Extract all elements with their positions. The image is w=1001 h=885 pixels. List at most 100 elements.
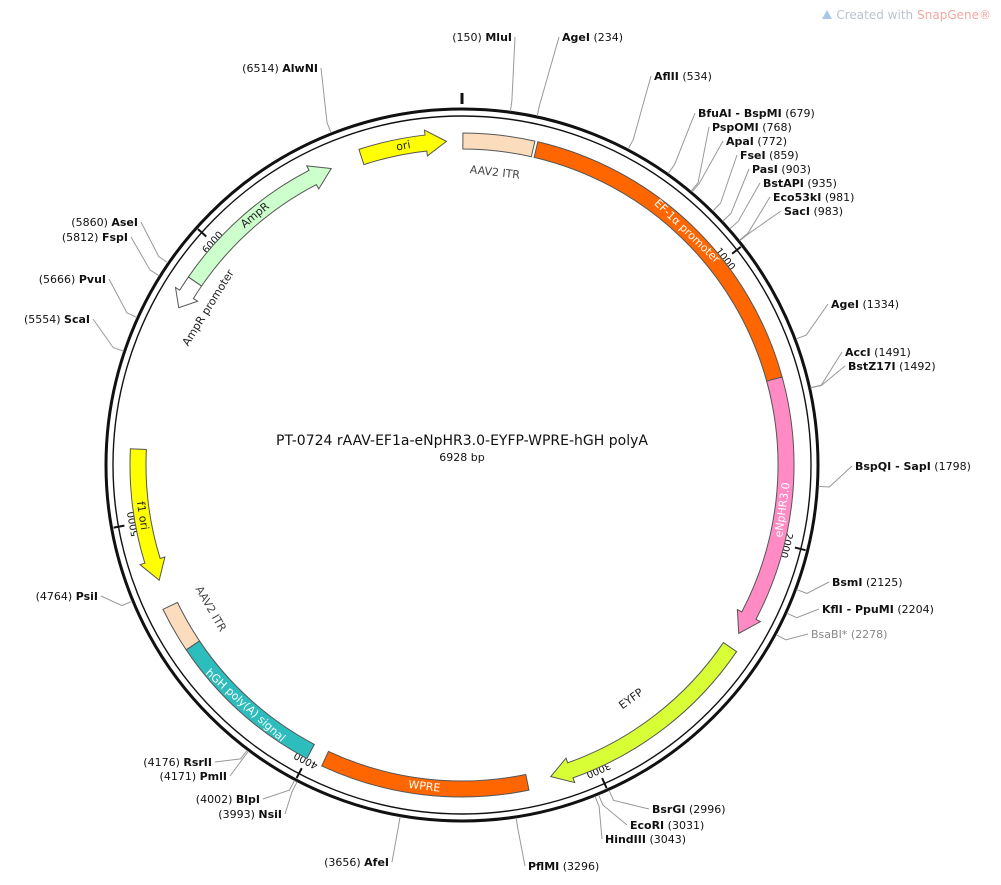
site-leader-line [140, 221, 169, 264]
site-leader-line [722, 168, 750, 222]
site-label-bfuai-bspmi: BfuAI - BspMI (679) [698, 107, 815, 120]
site-leader-line [729, 182, 761, 230]
site-name: AgeI [831, 298, 859, 311]
feature-label-ori: ori [395, 138, 411, 153]
site-labels: (150) MluI AgeI (234) AflII (534) BfuAI - B… [24, 31, 971, 873]
site-position: (5554) [24, 313, 61, 326]
snapgene-logo-icon [822, 10, 833, 19]
site-name: AccI [845, 346, 871, 359]
tick-mark-6000 [197, 228, 207, 238]
site-label-rsrii: (4176) RsrII [143, 756, 212, 769]
feature-arc-enphr3-0[interactable] [736, 376, 795, 635]
site-position: (1491) [874, 346, 911, 359]
feature-label-wpre: WPRE [408, 778, 441, 795]
site-position: (768) [762, 121, 792, 134]
site-position: (150) [452, 31, 482, 44]
site-leader-line [691, 140, 724, 193]
site-name: NsiI [258, 808, 282, 821]
site-name: AgeI [562, 31, 590, 44]
site-position: (2278) [851, 628, 888, 641]
site-position: (1334) [862, 298, 899, 311]
site-name: PspOMI [712, 121, 759, 134]
site-name: BstZ17I [848, 360, 896, 373]
site-leader-line [627, 75, 652, 150]
feature-arc-ori[interactable] [358, 129, 448, 166]
site-label-eco53ki: Eco53kI (981) [773, 191, 854, 204]
site-position: (3031) [668, 819, 705, 832]
feature-label-aav2-itr: AAV2 ITR [469, 163, 521, 182]
feature-label-ef-1-promoter: EF-1α promoter [652, 197, 723, 266]
site-position: (5812) [62, 231, 99, 244]
site-name: PsiI [76, 590, 98, 603]
site-position: (981) [825, 191, 855, 204]
feature-arc-f1-ori[interactable] [129, 448, 166, 582]
tick-mark-5000 [113, 524, 125, 529]
site-name: HindIII [605, 833, 646, 846]
site-name: AfeI [364, 856, 389, 869]
site-position: (4171) [160, 770, 197, 783]
site-position: (234) [593, 31, 623, 44]
site-position: (4764) [36, 590, 73, 603]
site-position: (6514) [242, 62, 279, 75]
site-position: (3043) [649, 833, 686, 846]
site-label-psii: (4764) PsiI [36, 590, 98, 603]
feature-arc-eyfp[interactable] [549, 641, 738, 784]
site-label-saci: SacI (983) [784, 205, 843, 218]
site-name: PmlI [200, 770, 227, 783]
site-label-bstapi: BstAPI (935) [763, 177, 837, 190]
site-leader-line [100, 595, 133, 607]
site-position: (1492) [899, 360, 936, 373]
site-position: (2125) [866, 576, 903, 589]
feature-label-hgh-poly-a-signal: hGH poly(A) signal [203, 666, 288, 744]
site-label-hindiii: HindIII (3043) [605, 833, 686, 846]
site-position: (2204) [897, 603, 934, 616]
site-label-alwni: (6514) AlwNI [242, 62, 318, 75]
feature-arc-aav2-itr[interactable] [162, 601, 201, 651]
site-label-afei: (3656) AfeI [324, 856, 389, 869]
site-position: (983) [813, 205, 843, 218]
site-name: EcoRI [630, 819, 664, 832]
site-label-pvui: (5666) PvuI [39, 273, 106, 286]
feature-arc-ampr[interactable] [187, 165, 333, 287]
site-label-mlui: (150) MluI [452, 31, 512, 44]
site-position: (3993) [218, 808, 255, 821]
site-name: BstAPI [763, 177, 804, 190]
site-leader-line [818, 465, 853, 488]
site-leader-line [92, 318, 124, 352]
site-leader-line [786, 608, 820, 619]
site-name: KflI - PpuMI [822, 603, 894, 616]
site-name: PasI [752, 163, 778, 176]
site-label-acci: AccI (1491) [845, 346, 911, 359]
site-leader-line [108, 278, 138, 318]
site-leader-line [509, 36, 516, 112]
tick-mark-1000 [731, 246, 742, 255]
backbone-outer [104, 107, 820, 823]
site-leader-line [775, 633, 809, 641]
site-name: SacI [784, 205, 810, 218]
site-label-pspomi: PspOMI (768) [712, 121, 792, 134]
site-label-scai: (5554) ScaI [24, 313, 90, 326]
site-name: PvuI [79, 273, 106, 286]
feature-label-eyfp: EYFP [616, 686, 645, 712]
site-leader-line [262, 780, 296, 800]
site-label-apai: ApaI (772) [726, 135, 787, 148]
site-leader-line [739, 196, 771, 241]
site-label-aflii: AflII (534) [654, 70, 712, 83]
site-leader-line [391, 816, 401, 863]
site-name: AflII [654, 70, 679, 83]
site-label-kfli-ppumi: KflI - PpuMI (2204) [822, 603, 934, 616]
site-name: BsmI [832, 576, 863, 589]
site-name: MluI [485, 31, 512, 44]
site-name: PflMI [528, 860, 559, 873]
site-label-agei: AgeI (234) [562, 31, 623, 44]
site-label-pasi: PasI (903) [752, 163, 811, 176]
site-position: (3656) [324, 856, 361, 869]
site-label-asei: (5860) AseI [71, 216, 138, 229]
site-name: BfuAI - BspMI [698, 107, 782, 120]
site-label-ecori: EcoRI (3031) [630, 819, 704, 832]
site-label-pmli: (4171) PmlI [160, 770, 227, 783]
feature-arc-wpre[interactable] [321, 750, 530, 798]
site-label-bsrgi: BsrGI (2996) [652, 803, 726, 816]
feature-arc-aav2-itr[interactable] [462, 132, 536, 158]
